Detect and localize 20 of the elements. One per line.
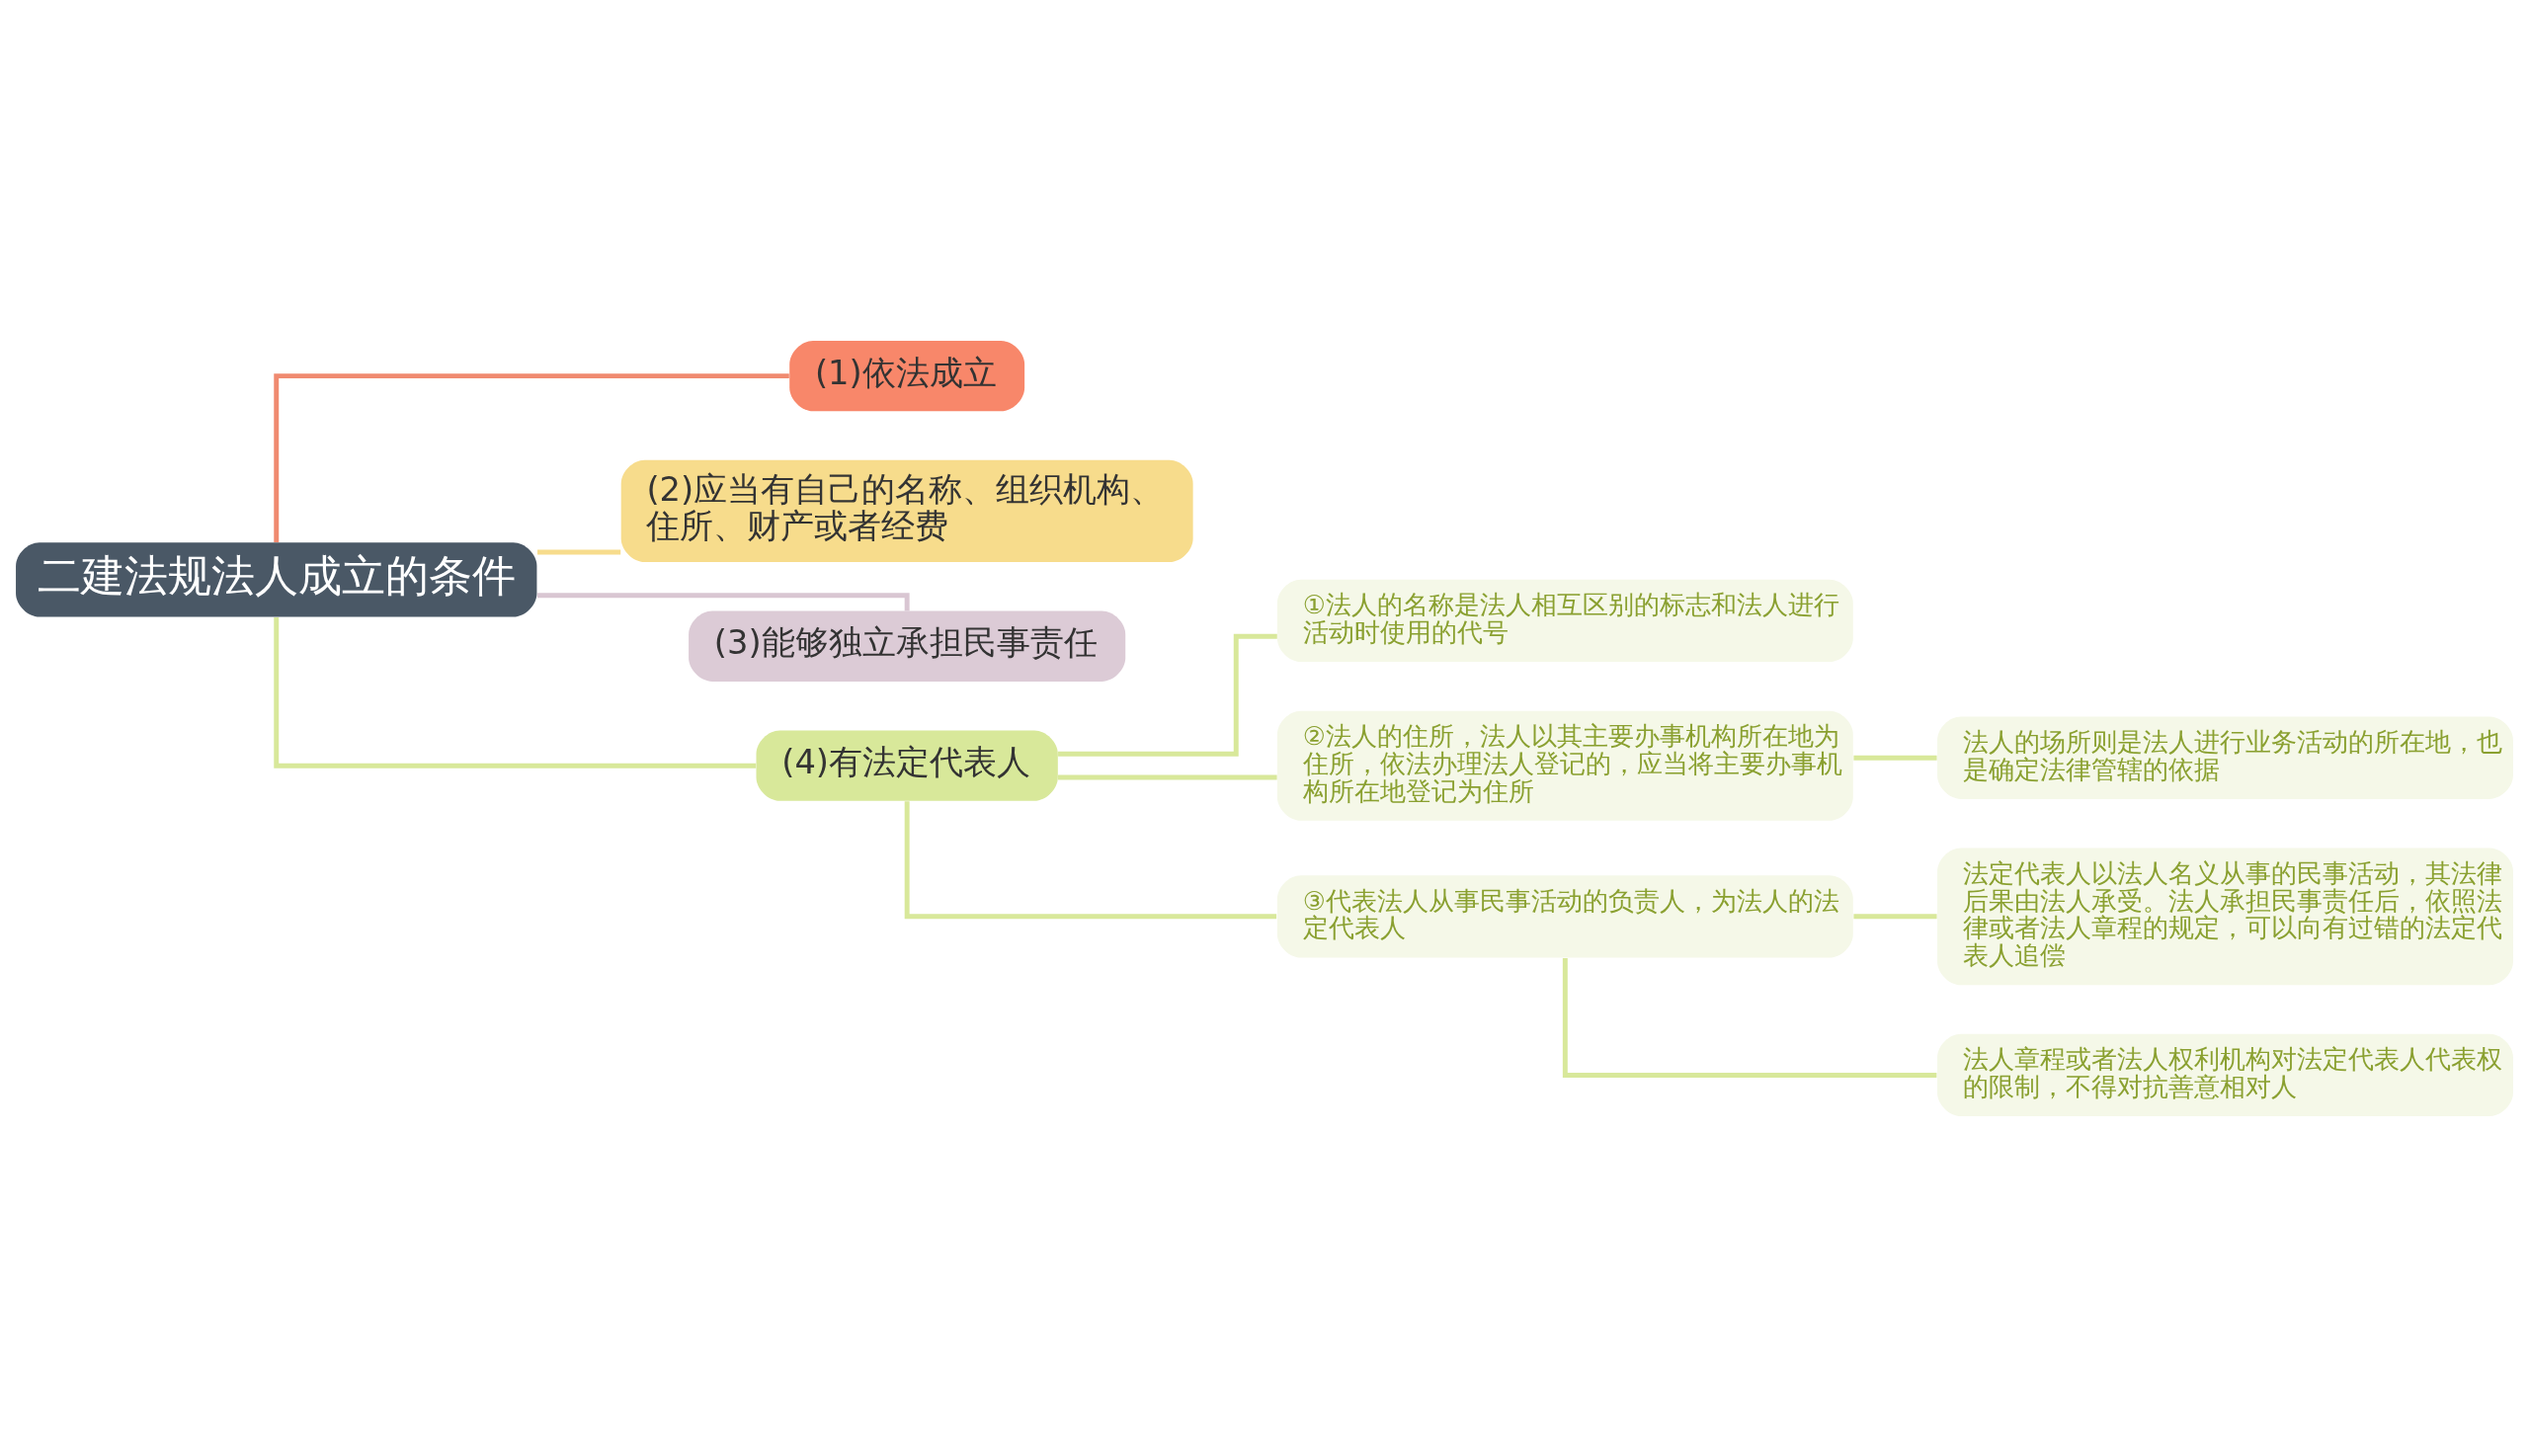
node-box: (3)能够独立承担民事责任 (689, 610, 1126, 682)
connector (537, 592, 910, 610)
connector (1058, 774, 1277, 780)
node-box: 法定代表人以法人名义从事的民事活动，其法律后果由法人承受。法人承担民事责任后，依照法律或者法人章程的规定，可以向有过错的法定代表人追偿 (1937, 847, 2513, 985)
connector (904, 800, 1277, 919)
connector (274, 616, 757, 768)
connector (1853, 913, 1937, 919)
connector (1853, 755, 1937, 761)
connector (1562, 957, 1937, 1078)
connector (274, 372, 789, 542)
connector (537, 549, 621, 555)
node-box: ①法人的名称是法人相互区别的标志和法人进行活动时使用的代号 (1276, 579, 1853, 662)
node-box: (1)依法成立 (789, 340, 1025, 411)
node-box: (4)有法定代表人 (756, 730, 1058, 801)
node-box: 法人的场所则是法人进行业务活动的所在地，也是确定法律管辖的依据 (1937, 716, 2513, 799)
node-box: (2)应当有自己的名称、组织机构、住所、财产或者经费 (620, 459, 1193, 562)
node-box: ②法人的住所，法人以其主要办事机构所在地为住所，依法办理法人登记的，应当将主要办事机构所在地登记为住所 (1276, 710, 1853, 821)
node-box: 法人章程或者法人权利机构对法定代表人代表权的限制，不得对抗善意相对人 (1937, 1033, 2513, 1116)
node-box: 二建法规法人成立的条件 (16, 541, 537, 616)
node-box: ③代表法人从事民事活动的负责人，为法人的法定代表人 (1276, 874, 1853, 957)
